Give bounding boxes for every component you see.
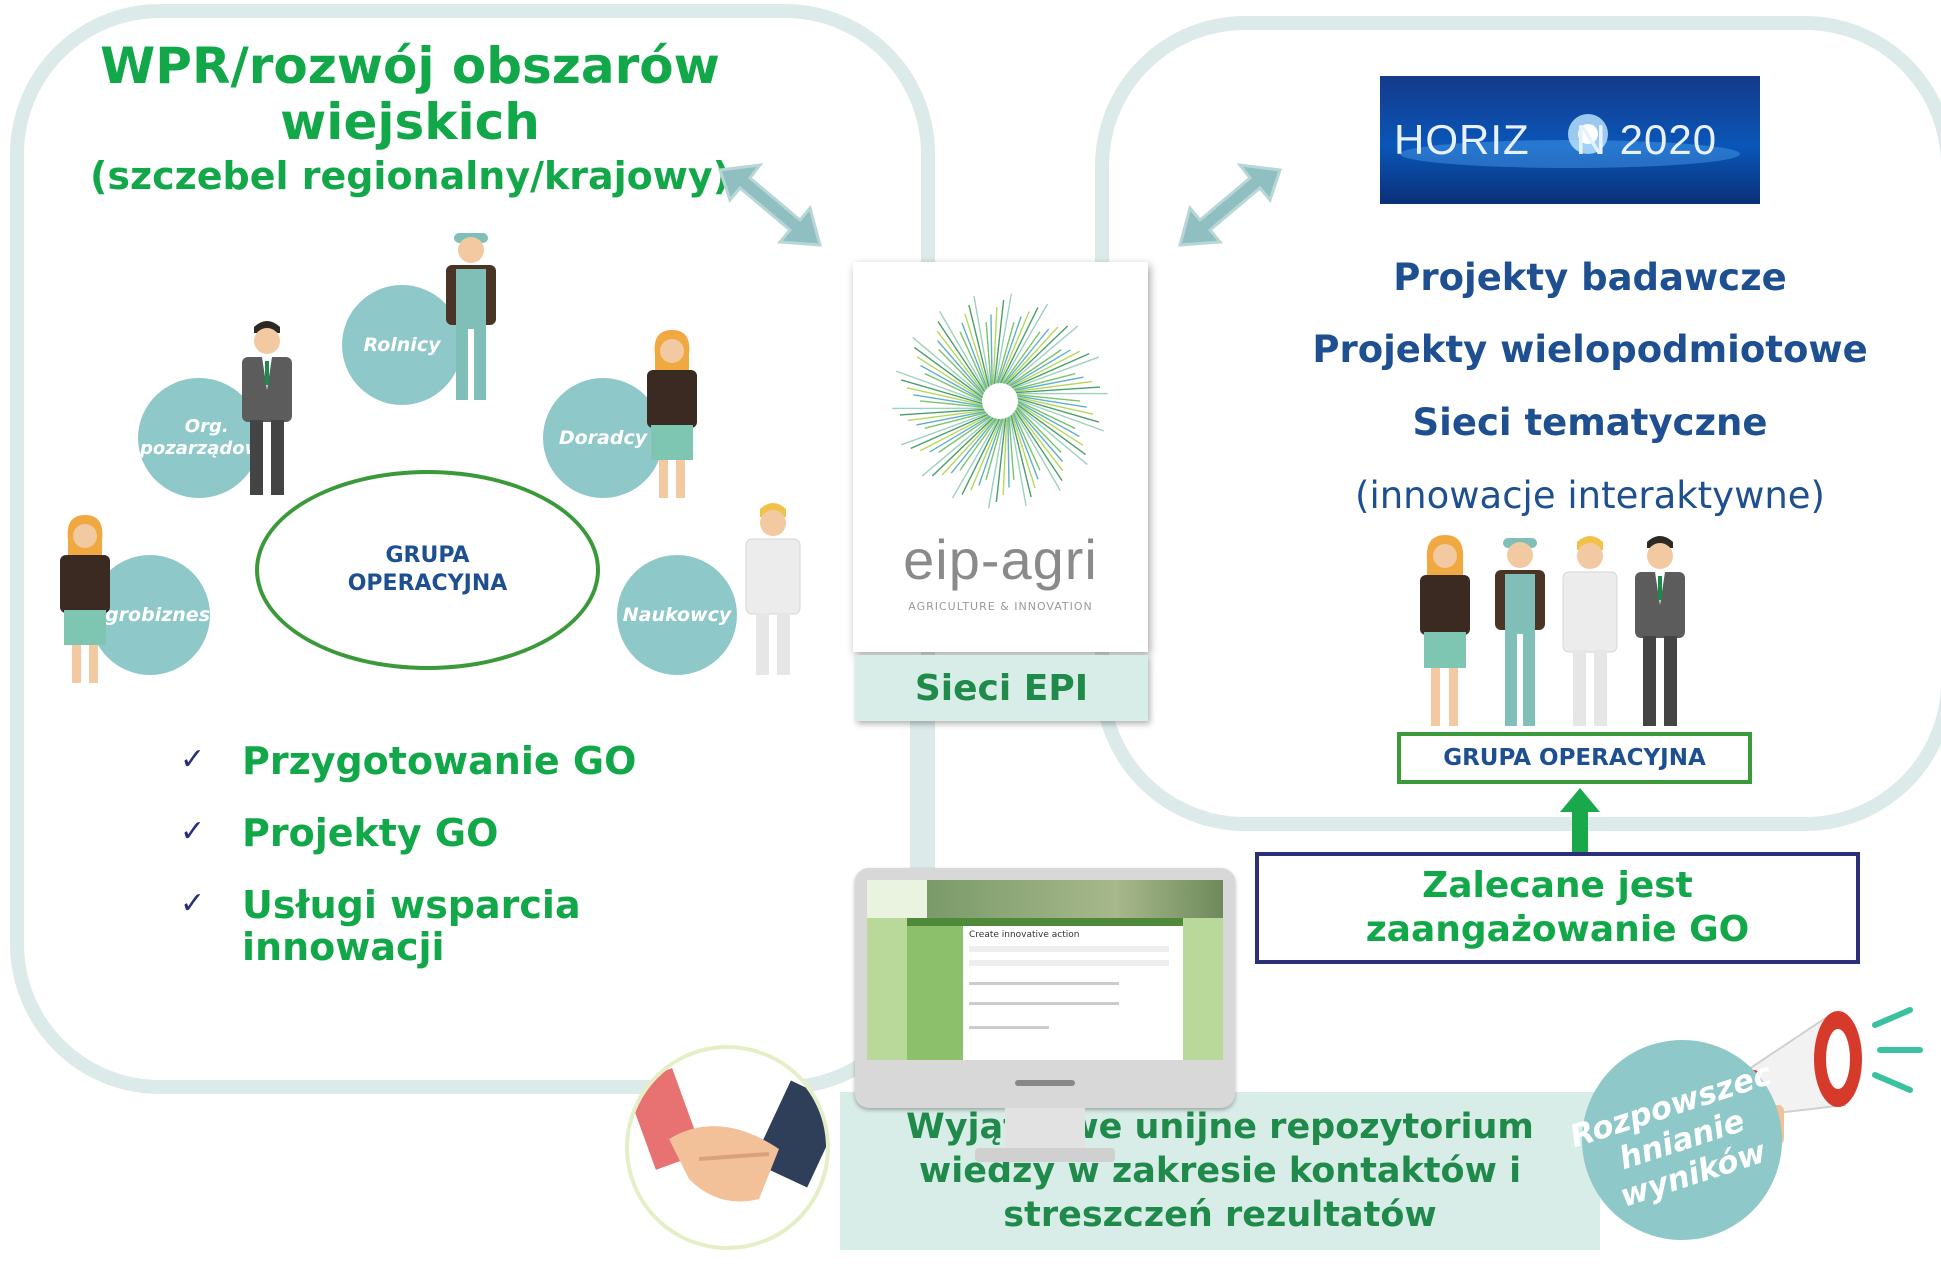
scientist-figure-icon <box>738 495 808 680</box>
eip-agri-burst-icon <box>883 284 1118 519</box>
checklist-text-line-2: innowacji <box>242 926 581 968</box>
monitor-icon: Create innovative action <box>855 868 1235 1108</box>
check-icon: ✓ <box>180 812 242 849</box>
check-icon: ✓ <box>180 884 242 921</box>
recommendation-line-1: Zalecane jest <box>1422 864 1693 908</box>
burst-ray <box>1010 350 1070 386</box>
actor-circle-naukowcy: Naukowcy <box>617 555 737 675</box>
eip-agri-logo-text: eip-agri <box>853 527 1148 592</box>
checklist-item-3: ✓ Usługi wsparcia innowacji <box>180 884 581 968</box>
right-item-thematic: Sieci tematyczne <box>1240 401 1940 444</box>
right-group-label: GRUPA OPERACYJNA <box>1443 745 1706 771</box>
recommendation-line-2: zaangażowanie GO <box>1366 908 1750 952</box>
checklist-item-2: ✓ Projekty GO <box>180 812 498 854</box>
eip-agri-logo-card: eip-agri AGRICULTURE & INNOVATION <box>853 262 1148 652</box>
right-item-multiactor: Projekty wielopodmiotowe <box>1240 328 1940 371</box>
checklist-item-1: ✓ Przygotowanie GO <box>180 740 636 782</box>
right-item-research: Projekty badawcze <box>1240 256 1940 299</box>
up-arrow-icon <box>1560 788 1600 854</box>
agribusiness-figure-icon <box>50 510 120 685</box>
burst-ray <box>991 314 992 384</box>
right-group-box: GRUPA OPERACYJNA <box>1397 732 1752 784</box>
monitor-base <box>975 1148 1115 1162</box>
handshake-icon <box>625 1045 830 1250</box>
farmer-figure-icon <box>436 225 506 405</box>
checklist-text: Przygotowanie GO <box>242 740 636 782</box>
recommendation-box: Zalecane jest zaangażowanie GO <box>1255 852 1860 964</box>
monitor-stand <box>1005 1108 1085 1148</box>
checklist-text: Usługi wsparcia <box>242 884 581 926</box>
operational-group-ellipse: GRUPA OPERACYJNA <box>255 470 600 670</box>
eip-agri-tagline: AGRICULTURE & INNOVATION <box>853 600 1148 613</box>
screen-heading: Create innovative action <box>969 930 1079 940</box>
horizon-text-a: HORIZ <box>1394 116 1530 163</box>
title-line-1: WPR/rozwój obszarów <box>40 38 780 94</box>
repository-line-1: Wyjątkowe unijne repozytorium <box>906 1105 1534 1149</box>
network-label: Sieci EPI <box>915 668 1088 709</box>
monitor-screen: Create innovative action <box>867 880 1223 1060</box>
title-line-2: wiejskich <box>40 94 780 150</box>
advisor-figure-icon <box>637 325 707 500</box>
repository-box: Wyjątkowe unijne repozytorium wiedzy w z… <box>840 1092 1600 1250</box>
horizon-2020-logo: HORIZ N 2020 <box>1380 76 1760 204</box>
burst-ray <box>1008 417 1009 487</box>
center-connector <box>910 700 926 875</box>
network-label-box: Sieci EPI <box>855 655 1148 721</box>
horizon-text: HORIZ N 2020 <box>1394 116 1754 164</box>
left-panel-subtitle: (szczebel regionalny/krajowy) <box>40 154 780 198</box>
double-arrow-left <box>715 160 825 250</box>
burst-ray <box>930 416 990 452</box>
group-label-line-2: OPERACYJNA <box>348 570 508 598</box>
ngo-figure-icon <box>232 315 302 500</box>
checklist-text: Projekty GO <box>242 812 498 854</box>
left-panel-title: WPR/rozwój obszarów wiejskich <box>40 38 780 150</box>
repository-line-3: streszczeń rezultatów <box>1003 1193 1436 1237</box>
check-icon: ✓ <box>180 740 242 777</box>
people-group-icon <box>1415 530 1735 730</box>
group-label-line-1: GRUPA <box>386 542 470 570</box>
horizon-text-b: N 2020 <box>1576 116 1717 163</box>
right-note: (innowacje interaktywne) <box>1240 474 1940 517</box>
